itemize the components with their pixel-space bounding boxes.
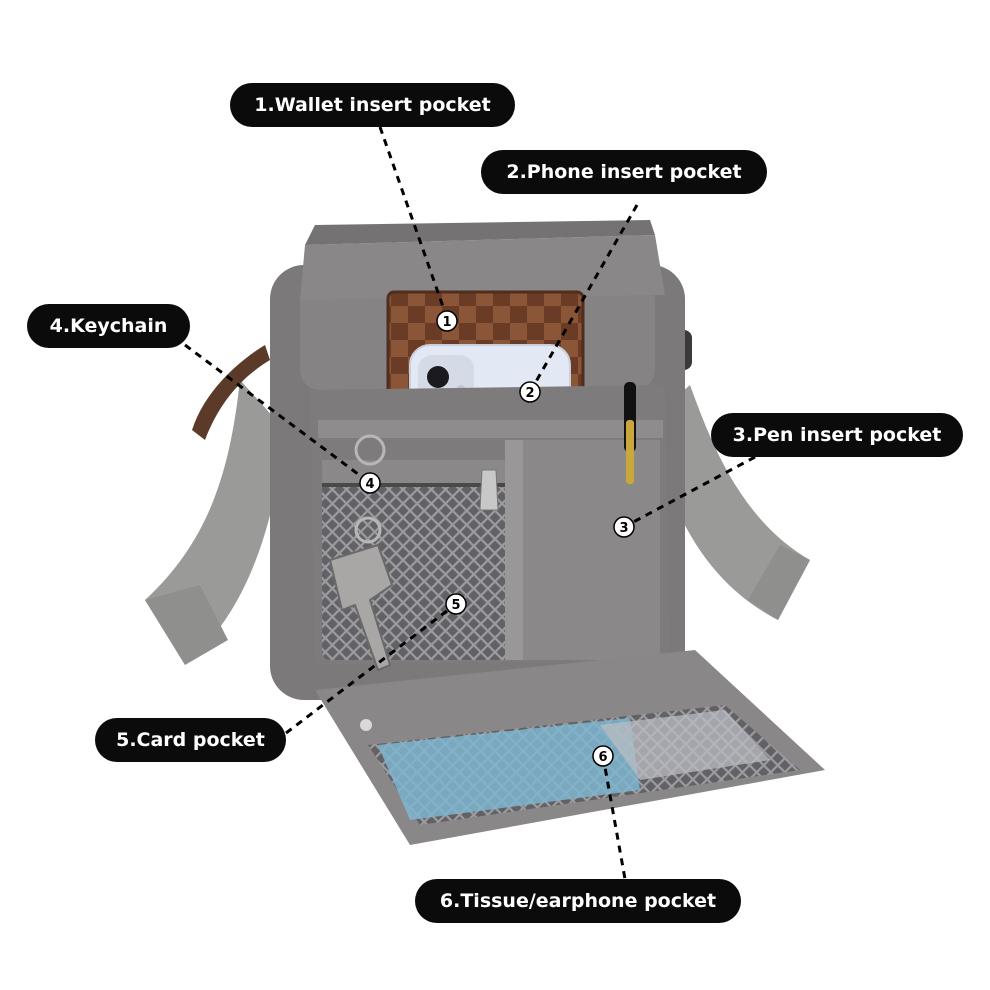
marker-1: 1 [436,310,458,332]
shoulder-strap [145,330,810,665]
leader-line-3 [623,455,756,529]
marker-3: 3 [613,516,635,538]
key [328,434,394,672]
bottom-flap [315,650,825,845]
leader-line-2 [528,204,639,393]
leader-line-6 [601,755,627,880]
label-phone-insert-pocket: 2.Phone insert pocket [481,150,767,194]
leader-lines [184,126,756,880]
label-pen-insert-pocket: 3.Pen insert pocket [711,413,963,457]
label-wallet-insert-pocket: 1.Wallet insert pocket [230,83,515,127]
marker-1-number: 1 [442,315,451,330]
leader-line-5 [285,602,457,735]
marker-3-number: 3 [619,521,628,536]
label-card-pocket: 5.Card pocket [95,718,286,762]
marker-5: 5 [445,593,467,615]
marker-4-number: 4 [365,477,374,492]
marker-4: 4 [359,472,381,494]
pen [624,382,636,484]
label-tissue-earphone-pocket: 6.Tissue/earphone pocket [415,879,741,923]
marker-6-number: 6 [598,750,607,765]
marker-5-number: 5 [451,598,460,613]
marker-6: 6 [592,745,614,767]
marker-2-number: 2 [525,386,534,401]
marker-2: 2 [519,381,541,403]
markers: 1 2 3 4 5 6 [359,310,635,767]
label-keychain: 4.Keychain [27,304,190,348]
